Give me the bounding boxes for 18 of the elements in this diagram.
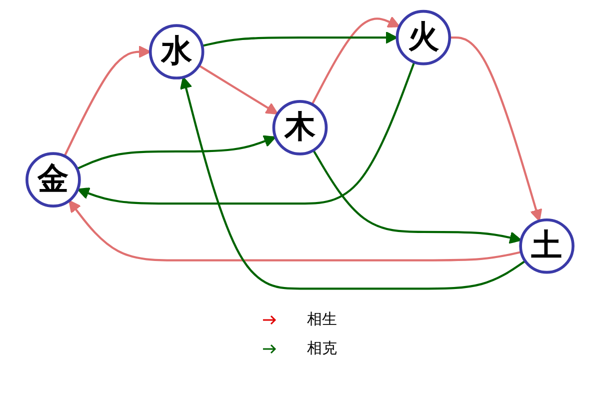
node-circle: [519, 218, 574, 274]
node-circle: [396, 10, 452, 66]
arrow: [180, 76, 526, 290]
node-circle: [26, 152, 81, 208]
arrow: [77, 62, 416, 205]
arrow: [76, 135, 276, 170]
arrow: [450, 36, 542, 222]
arrow: [64, 46, 151, 157]
arrow: [198, 64, 278, 114]
legend-text: 相克: [307, 339, 337, 358]
node-circle: [148, 24, 204, 80]
arrow: [68, 200, 522, 262]
cycle-diagram: 金 土 水 火 木: [10, 0, 590, 300]
node-circle: [272, 100, 328, 156]
arrow: [312, 150, 522, 244]
legend-text: 相生: [307, 310, 337, 329]
arrow: [311, 16, 400, 105]
arrow: [202, 31, 398, 47]
